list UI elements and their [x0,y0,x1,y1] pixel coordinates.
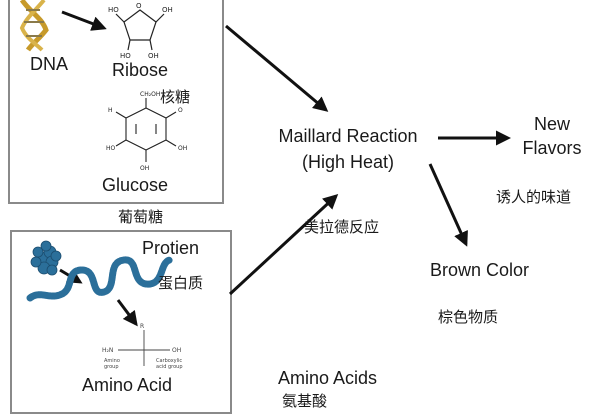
svg-text:HO: HO [106,145,116,152]
svg-text:group: group [104,364,119,370]
brown-color-label: Brown Color [430,260,530,280]
glucose-cn-label: 葡萄糖 [118,208,164,226]
arrow-reaction-to-brown [428,163,468,247]
ribose-label: Ribose [112,60,169,80]
svg-text:CH₂OH: CH₂OH [140,91,160,98]
glucose-label: Glucose [102,175,169,195]
new-flavors-line2: Flavors [522,138,582,158]
ribose-structure-icon: HO O OH HO OH [108,2,173,60]
svg-text:OH: OH [172,347,181,354]
svg-text:O: O [178,107,183,114]
svg-text:Amino: Amino [104,358,120,364]
protein-label: Protien [142,238,200,258]
svg-text:R: R [140,323,144,330]
arrow-sugars-to-reaction [225,24,329,112]
reaction-cn-label: 美拉德反应 [304,218,380,236]
amino-acid-label: Amino Acid [82,375,173,395]
arrow-dna-ribose [61,10,107,31]
svg-text:OH: OH [140,165,149,172]
protein-chain-icon [26,256,174,302]
svg-text:HO: HO [108,6,119,14]
new-flavors-line1: New [533,114,570,134]
svg-text:HO: HO [120,52,131,60]
protein-cn-label: 蛋白质 [158,274,204,292]
dna-label: DNA [30,54,69,74]
arrow-chain-amino [116,299,138,327]
svg-text:Carboxylic: Carboxylic [156,358,182,364]
svg-text:acid group: acid group [156,364,183,370]
svg-text:OH: OH [162,6,173,14]
arrow-protein-to-reaction [228,193,339,296]
svg-text:OH: OH [148,52,159,60]
glucose-structure-icon: CH₂OH H O HO OH OH [106,91,187,172]
protein-globule-icon [30,240,62,276]
diagram-graphics: HO O OH HO OH CH₂OH H O HO OH OH R [19,0,511,370]
ribose-cn-label: 核糖 [160,88,191,106]
svg-text:H₂N: H₂N [102,347,113,354]
amino-acids-cn-label: 氨基酸 [282,392,328,410]
dna-helix-icon [19,0,49,52]
reaction-title-line2: (High Heat) [301,152,395,172]
brown-color-cn-label: 棕色物质 [438,308,499,326]
svg-text:OH: OH [178,145,187,152]
amino-acids-label: Amino Acids [278,368,378,388]
new-flavors-cn-label: 诱人的味道 [496,188,572,206]
svg-text:O: O [136,2,142,10]
amino-acid-structure-icon: R H₂N OH Amino group Carboxylic acid gro… [102,323,183,370]
svg-text:H: H [108,107,113,114]
reaction-title-line1: Maillard Reaction [278,126,418,146]
